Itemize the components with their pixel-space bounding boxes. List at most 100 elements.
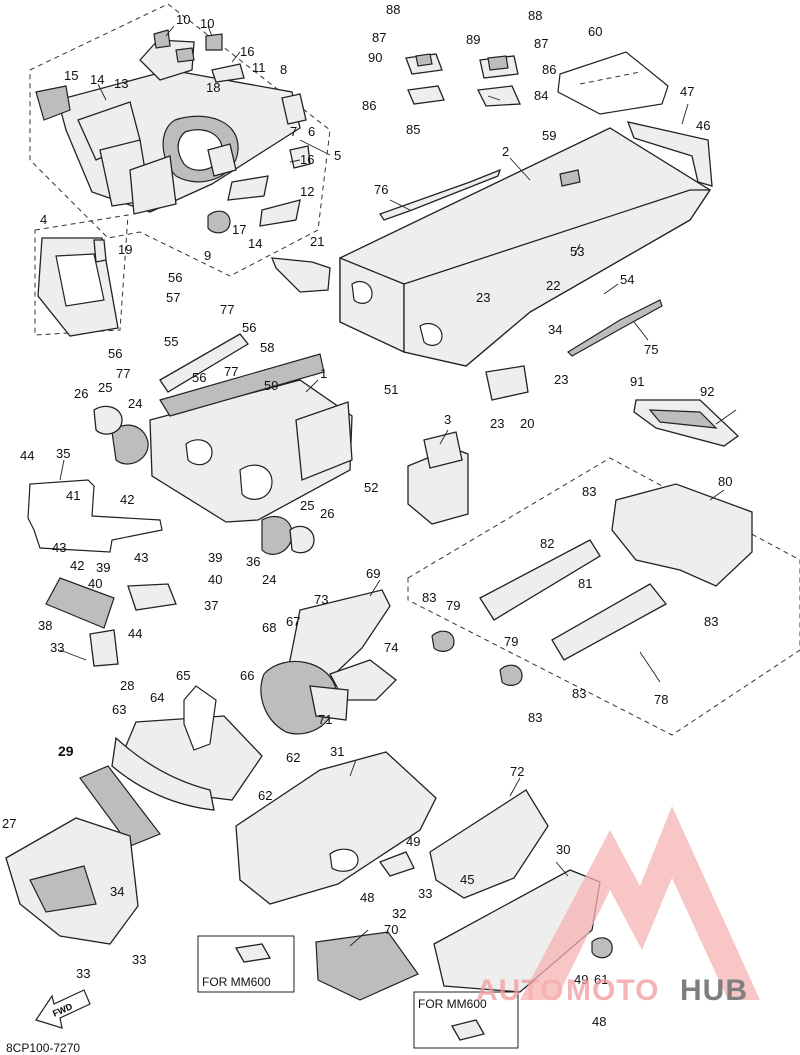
callout-33: 33 [50, 640, 64, 655]
callout-66: 66 [240, 668, 254, 683]
mm600-box-left: FOR MM600 [197, 935, 295, 993]
callout-83: 83 [582, 484, 596, 499]
group-outline-front-frame [29, 3, 331, 277]
callout-24: 24 [262, 572, 276, 587]
watermark-moto: MOTO [566, 974, 659, 1007]
callout-59: 59 [542, 128, 556, 143]
mm600-label-right: FOR MM600 [418, 997, 487, 1011]
callout-59: 59 [264, 378, 278, 393]
callout-56: 56 [192, 370, 206, 385]
callout-5: 5 [334, 148, 341, 163]
callout-73: 73 [314, 592, 328, 607]
callout-83: 83 [572, 686, 586, 701]
callout-33: 33 [76, 966, 90, 981]
callout-29: 29 [58, 743, 74, 759]
callout-15: 15 [64, 68, 78, 83]
callout-22: 22 [546, 278, 560, 293]
callout-48: 48 [360, 890, 374, 905]
callout-39: 39 [208, 550, 222, 565]
callout-27: 27 [2, 816, 16, 831]
callout-84: 84 [534, 88, 548, 103]
plate-80 [611, 483, 753, 587]
callout-25: 25 [98, 380, 112, 395]
callout-25: 25 [300, 498, 314, 513]
callout-33: 33 [132, 952, 146, 967]
callout-72: 72 [510, 764, 524, 779]
callout-20: 20 [520, 416, 534, 431]
bracket-group-84-90 [405, 53, 521, 107]
callout-90: 90 [368, 50, 382, 65]
callout-24: 24 [128, 396, 142, 411]
callout-44: 44 [20, 448, 34, 463]
callout-16: 16 [240, 44, 254, 59]
callout-81: 81 [578, 576, 592, 591]
callout-89: 89 [466, 32, 480, 47]
callout-71: 71 [318, 712, 332, 727]
callout-1: 1 [320, 366, 327, 381]
callout-7: 7 [290, 124, 297, 139]
callout-56: 56 [108, 346, 122, 361]
callout-61: 61 [594, 972, 608, 987]
callout-21: 21 [310, 234, 324, 249]
callout-64: 64 [150, 690, 164, 705]
mm600-label-left: FOR MM600 [202, 975, 271, 989]
flange-25a [93, 405, 123, 435]
callout-3: 3 [444, 412, 451, 427]
callout-18: 18 [206, 80, 220, 95]
callout-53: 53 [570, 244, 584, 259]
callout-14: 14 [248, 236, 262, 251]
callout-19: 19 [118, 242, 132, 257]
callout-79: 79 [504, 634, 518, 649]
callout-56: 56 [168, 270, 182, 285]
callout-85: 85 [406, 122, 420, 137]
callout-52: 52 [364, 480, 378, 495]
callout-39: 39 [96, 560, 110, 575]
callout-16: 16 [300, 152, 314, 167]
callout-10: 10 [176, 12, 190, 27]
bar-55 [159, 333, 249, 393]
callout-62: 62 [258, 788, 272, 803]
callout-13: 13 [114, 76, 128, 91]
plate-92-slot [648, 409, 718, 429]
flange-25b [289, 525, 315, 554]
belly-pan-31-hole [329, 848, 359, 872]
callout-23: 23 [490, 416, 504, 431]
callout-87: 87 [534, 36, 548, 51]
callout-77: 77 [220, 302, 234, 317]
callout-83: 83 [704, 614, 718, 629]
callout-40: 40 [88, 576, 102, 591]
plate-82 [479, 539, 601, 621]
watermark-logo-shape [520, 806, 760, 1000]
callout-12: 12 [300, 184, 314, 199]
automotohub-watermark: AUTO MOTO HUB [476, 806, 760, 1007]
callout-42: 42 [120, 492, 134, 507]
diagram-code: 8CP100-7270 [6, 1041, 80, 1055]
grommet-79a [431, 630, 455, 652]
callout-41: 41 [66, 488, 80, 503]
callout-57: 57 [166, 290, 180, 305]
side-panel-30 [433, 869, 601, 993]
callout-43: 43 [134, 550, 148, 565]
callout-67: 67 [286, 614, 300, 629]
callout-2: 2 [502, 144, 509, 159]
callout-60: 60 [588, 24, 602, 39]
callout-51: 51 [384, 382, 398, 397]
callout-26: 26 [320, 506, 334, 521]
plate-81 [551, 583, 667, 661]
callout-68: 68 [262, 620, 276, 635]
callout-56: 56 [242, 320, 256, 335]
mm600-box-right: FOR MM600 [413, 991, 519, 1049]
callout-92: 92 [700, 384, 714, 399]
callout-43: 43 [52, 540, 66, 555]
frame-1 [149, 353, 353, 523]
panel-70 [315, 931, 419, 1001]
front-frame-assembly [35, 29, 311, 234]
bracket-20 [485, 365, 529, 401]
boot-24b [261, 515, 293, 555]
callout-14: 14 [90, 72, 104, 87]
callout-26: 26 [74, 386, 88, 401]
callout-9: 9 [204, 248, 211, 263]
callout-33: 33 [418, 886, 432, 901]
callout-23: 23 [476, 290, 490, 305]
pad-60-dots [579, 71, 641, 85]
